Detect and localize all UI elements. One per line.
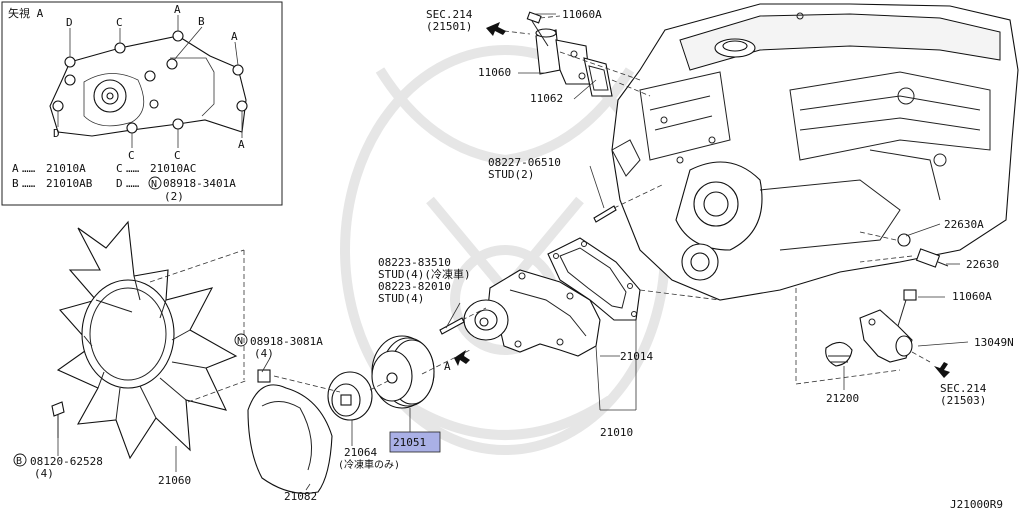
legend-d-part: 08918-3401A xyxy=(163,177,236,190)
inset-leaders xyxy=(57,15,243,148)
label-08227-06510[interactable]: 08227-06510 xyxy=(488,156,561,169)
label-sec214-bottom[interactable]: SEC.214 xyxy=(940,382,987,395)
pump-pulley-drawing xyxy=(371,335,435,409)
legend-b-part: 21010AB xyxy=(46,177,93,190)
legend-d-qty: (2) xyxy=(164,190,184,203)
legend-a-dots: …… xyxy=(22,162,36,175)
sensor-parts-drawing xyxy=(897,233,949,327)
part-labels: SEC.214 (21501) 11060A 11060 11062 08227… xyxy=(13,8,1014,511)
label-08223-83510[interactable]: 08223-83510 xyxy=(378,256,451,269)
label-08918-3081a[interactable]: 08918-3081A xyxy=(250,335,323,348)
label-11060[interactable]: 11060 xyxy=(478,66,511,79)
label-sec214-bottom-sub: (21503) xyxy=(940,394,986,407)
label-21051[interactable]: 21051 xyxy=(393,436,426,449)
arrow-sec214-top-icon xyxy=(486,22,506,36)
label-21010[interactable]: 21010 xyxy=(600,426,633,439)
label-sec214-top-sub: (21501) xyxy=(426,20,472,33)
label-arrow-a: A xyxy=(444,360,451,373)
pump-gasket-drawing xyxy=(547,237,641,321)
label-08918-3081a-qty: (4) xyxy=(254,347,274,360)
inset-callout-c-bottom1: C xyxy=(128,149,135,162)
label-11060a-top[interactable]: 11060A xyxy=(562,8,602,21)
arrow-sec214-bottom-icon xyxy=(934,362,950,378)
label-11060a-right[interactable]: 11060A xyxy=(952,290,992,303)
legend-a-part: 21010A xyxy=(46,162,86,175)
cooling-fan-drawing xyxy=(51,220,238,460)
studs-drawing xyxy=(439,205,617,335)
label-22630a[interactable]: 22630A xyxy=(944,218,984,231)
assembly-dash-lines xyxy=(149,15,931,403)
inset-callout-c-bottom2: C xyxy=(174,149,181,162)
legend-d-key: D xyxy=(116,177,123,190)
inset-callout-d-bottom: D xyxy=(53,127,60,140)
label-08227-stud: STUD(2) xyxy=(488,168,534,181)
legend-d-dots: …… xyxy=(126,177,140,190)
label-08918-prefix: N xyxy=(237,336,243,347)
label-08918-circle-icon xyxy=(234,333,248,347)
pulley-spacer-drawing xyxy=(327,371,373,421)
legend-c-part: 21010AC xyxy=(150,162,196,175)
label-21014[interactable]: 21014 xyxy=(620,350,653,363)
diagram-code: J21000R9 xyxy=(950,498,1003,511)
inset-callout-a-bottom: A xyxy=(238,138,245,151)
water-pump-drawing xyxy=(463,269,601,357)
legend-a-key: A xyxy=(12,162,19,175)
legend-c-dots: …… xyxy=(126,162,140,175)
label-11062[interactable]: 11062 xyxy=(530,92,563,105)
leader-lines xyxy=(57,13,969,491)
label-21060[interactable]: 21060 xyxy=(158,474,191,487)
inset-callout-d-top: D xyxy=(66,16,73,29)
thermostat-housing-drawing xyxy=(825,309,913,367)
label-sec214-top[interactable]: SEC.214 xyxy=(426,8,473,21)
label-21082[interactable]: 21082 xyxy=(284,490,317,503)
legend-c-key: C xyxy=(116,162,123,175)
label-08223-83510-stud: STUD(4)(冷凍車) xyxy=(378,267,471,281)
engine-block-drawing xyxy=(611,3,1019,301)
fan-cover-drawing xyxy=(247,369,333,494)
label-08120-qty: (4) xyxy=(34,467,54,480)
legend-b-dots: …… xyxy=(22,177,36,190)
legend-b-key: B xyxy=(12,177,19,190)
label-08120-prefix: B xyxy=(16,456,22,467)
inset-callout-b: B xyxy=(198,15,205,28)
direction-arrows xyxy=(454,22,950,378)
inset-callout-c-top: C xyxy=(116,16,123,29)
label-13049n[interactable]: 13049N xyxy=(974,336,1014,349)
inset-callout-a-top: A xyxy=(174,3,181,16)
arrow-a-icon xyxy=(454,350,470,366)
inset-pump-drawing xyxy=(49,30,248,137)
label-08120-circle-icon xyxy=(13,453,27,467)
label-22630[interactable]: 22630 xyxy=(966,258,999,271)
legend-d-prefix: N xyxy=(151,179,157,190)
label-08223-82010[interactable]: 08223-82010 xyxy=(378,280,451,293)
water-outlet-pipe-drawing xyxy=(526,11,613,97)
inset-callout-a-right: A xyxy=(231,30,238,43)
label-21200[interactable]: 21200 xyxy=(826,392,859,405)
label-21064-sub: (冷凍車のみ) xyxy=(338,458,400,471)
label-08223-82010-stud: STUD(4) xyxy=(378,292,424,305)
inset-view-a: 矢視 A xyxy=(1,1,283,206)
inset-legend: A …… 21010A B …… 21010AB C …… 21010AC D … xyxy=(12,162,236,203)
label-21064[interactable]: 21064 xyxy=(344,446,377,459)
label-08120-62528[interactable]: 08120-62528 xyxy=(30,455,103,468)
legend-d-circle-icon xyxy=(148,176,162,190)
inset-title: 矢視 A xyxy=(8,6,44,20)
highlight-21051 xyxy=(389,431,441,453)
